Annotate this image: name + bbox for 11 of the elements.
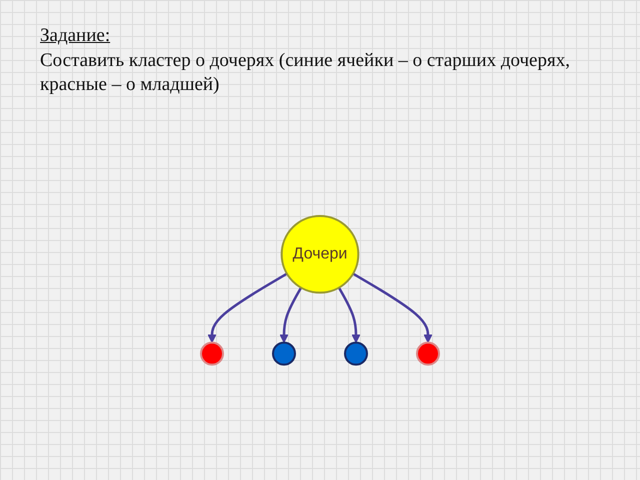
node-ellipse [416,341,440,366]
node-ellipse [272,341,296,366]
arrow [352,272,432,343]
arrow [338,286,360,343]
node-ellipse [200,341,224,366]
arrow [280,286,302,343]
task-text: Составить кластер о дочерях (синие ячейки – о старших дочерях, красные – о младшей) [40,48,571,98]
node-ellipse [344,341,368,366]
heading: Задание: [40,24,110,48]
node-circle: Дочери [280,214,360,294]
arrow [208,272,288,343]
